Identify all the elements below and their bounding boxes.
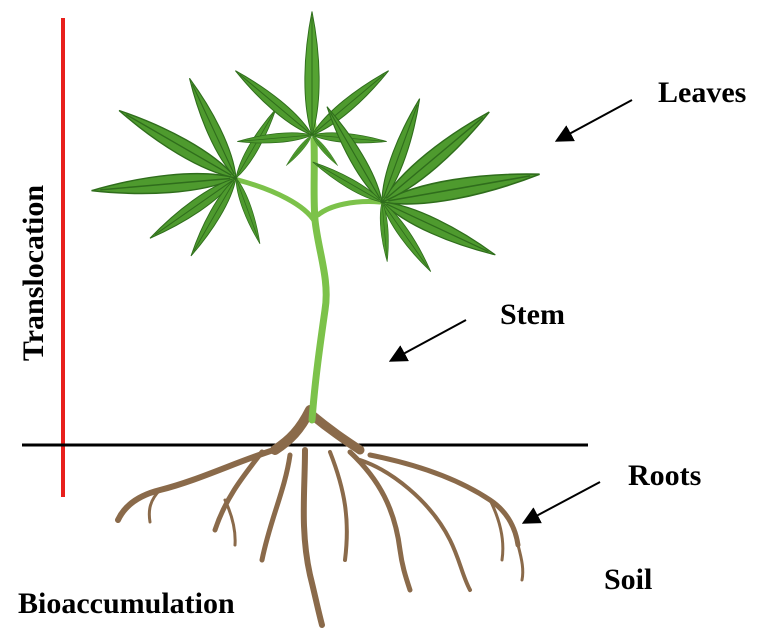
arrow-leaves-icon [558,100,632,140]
label-bioaccumulation: Bioaccumulation [18,589,235,619]
leaf-right [310,96,541,274]
arrow-roots-icon [525,482,600,522]
label-leaves: Leaves [658,78,746,108]
label-translocation: Translocation [19,173,49,373]
label-roots: Roots [628,461,701,491]
plant-illustration [91,11,541,625]
label-soil: Soil [604,565,652,595]
leaf-left [91,76,280,259]
arrow-stem-icon [392,320,466,360]
label-stem: Stem [500,300,565,330]
